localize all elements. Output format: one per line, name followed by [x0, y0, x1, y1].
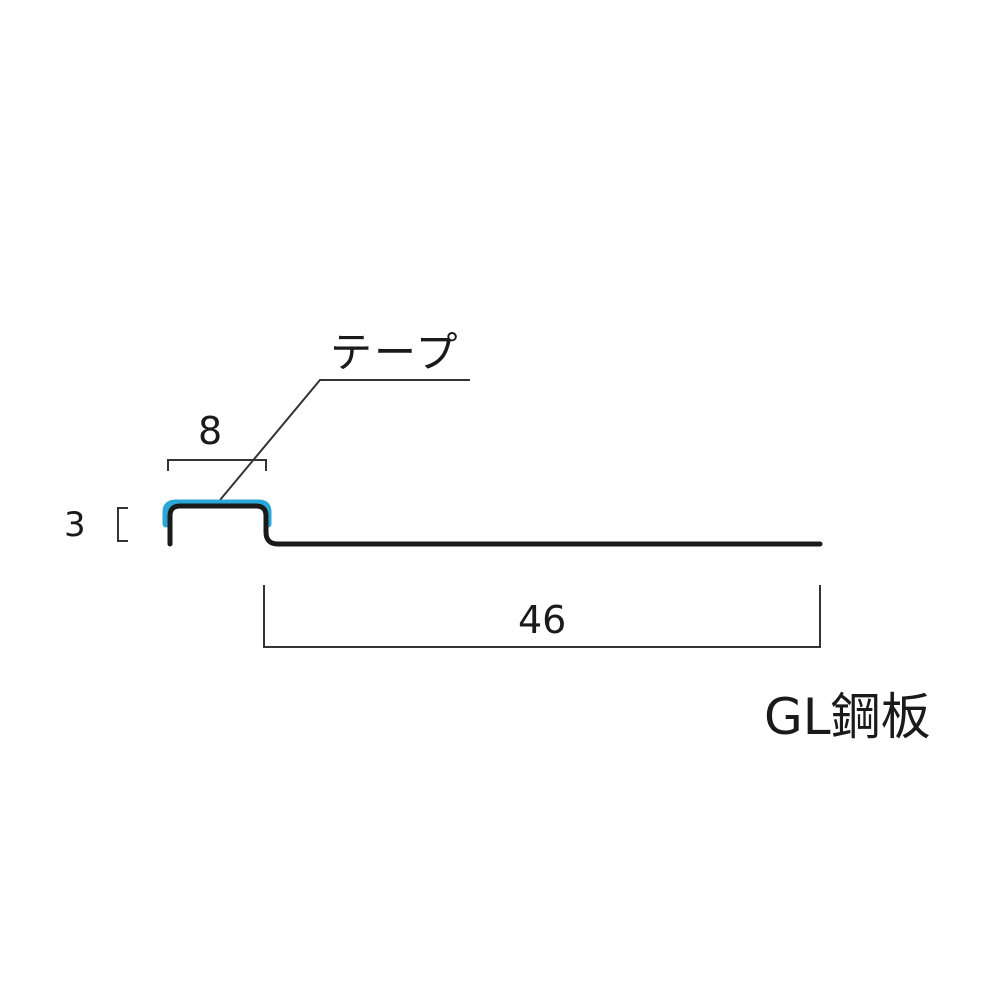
top-width-dimension: [167, 459, 267, 471]
material-label: GL鋼板: [764, 688, 931, 746]
tape-label: テープ: [330, 328, 460, 377]
length-dimension: [263, 585, 821, 648]
length-label: 46: [518, 598, 567, 642]
height-label: 3: [64, 505, 86, 545]
top-width-label: 8: [198, 409, 223, 453]
height-dimension: [117, 507, 128, 542]
tape-leader-line: [219, 379, 470, 501]
tape-layer: [162, 499, 272, 528]
steel-profile: [167, 503, 823, 547]
